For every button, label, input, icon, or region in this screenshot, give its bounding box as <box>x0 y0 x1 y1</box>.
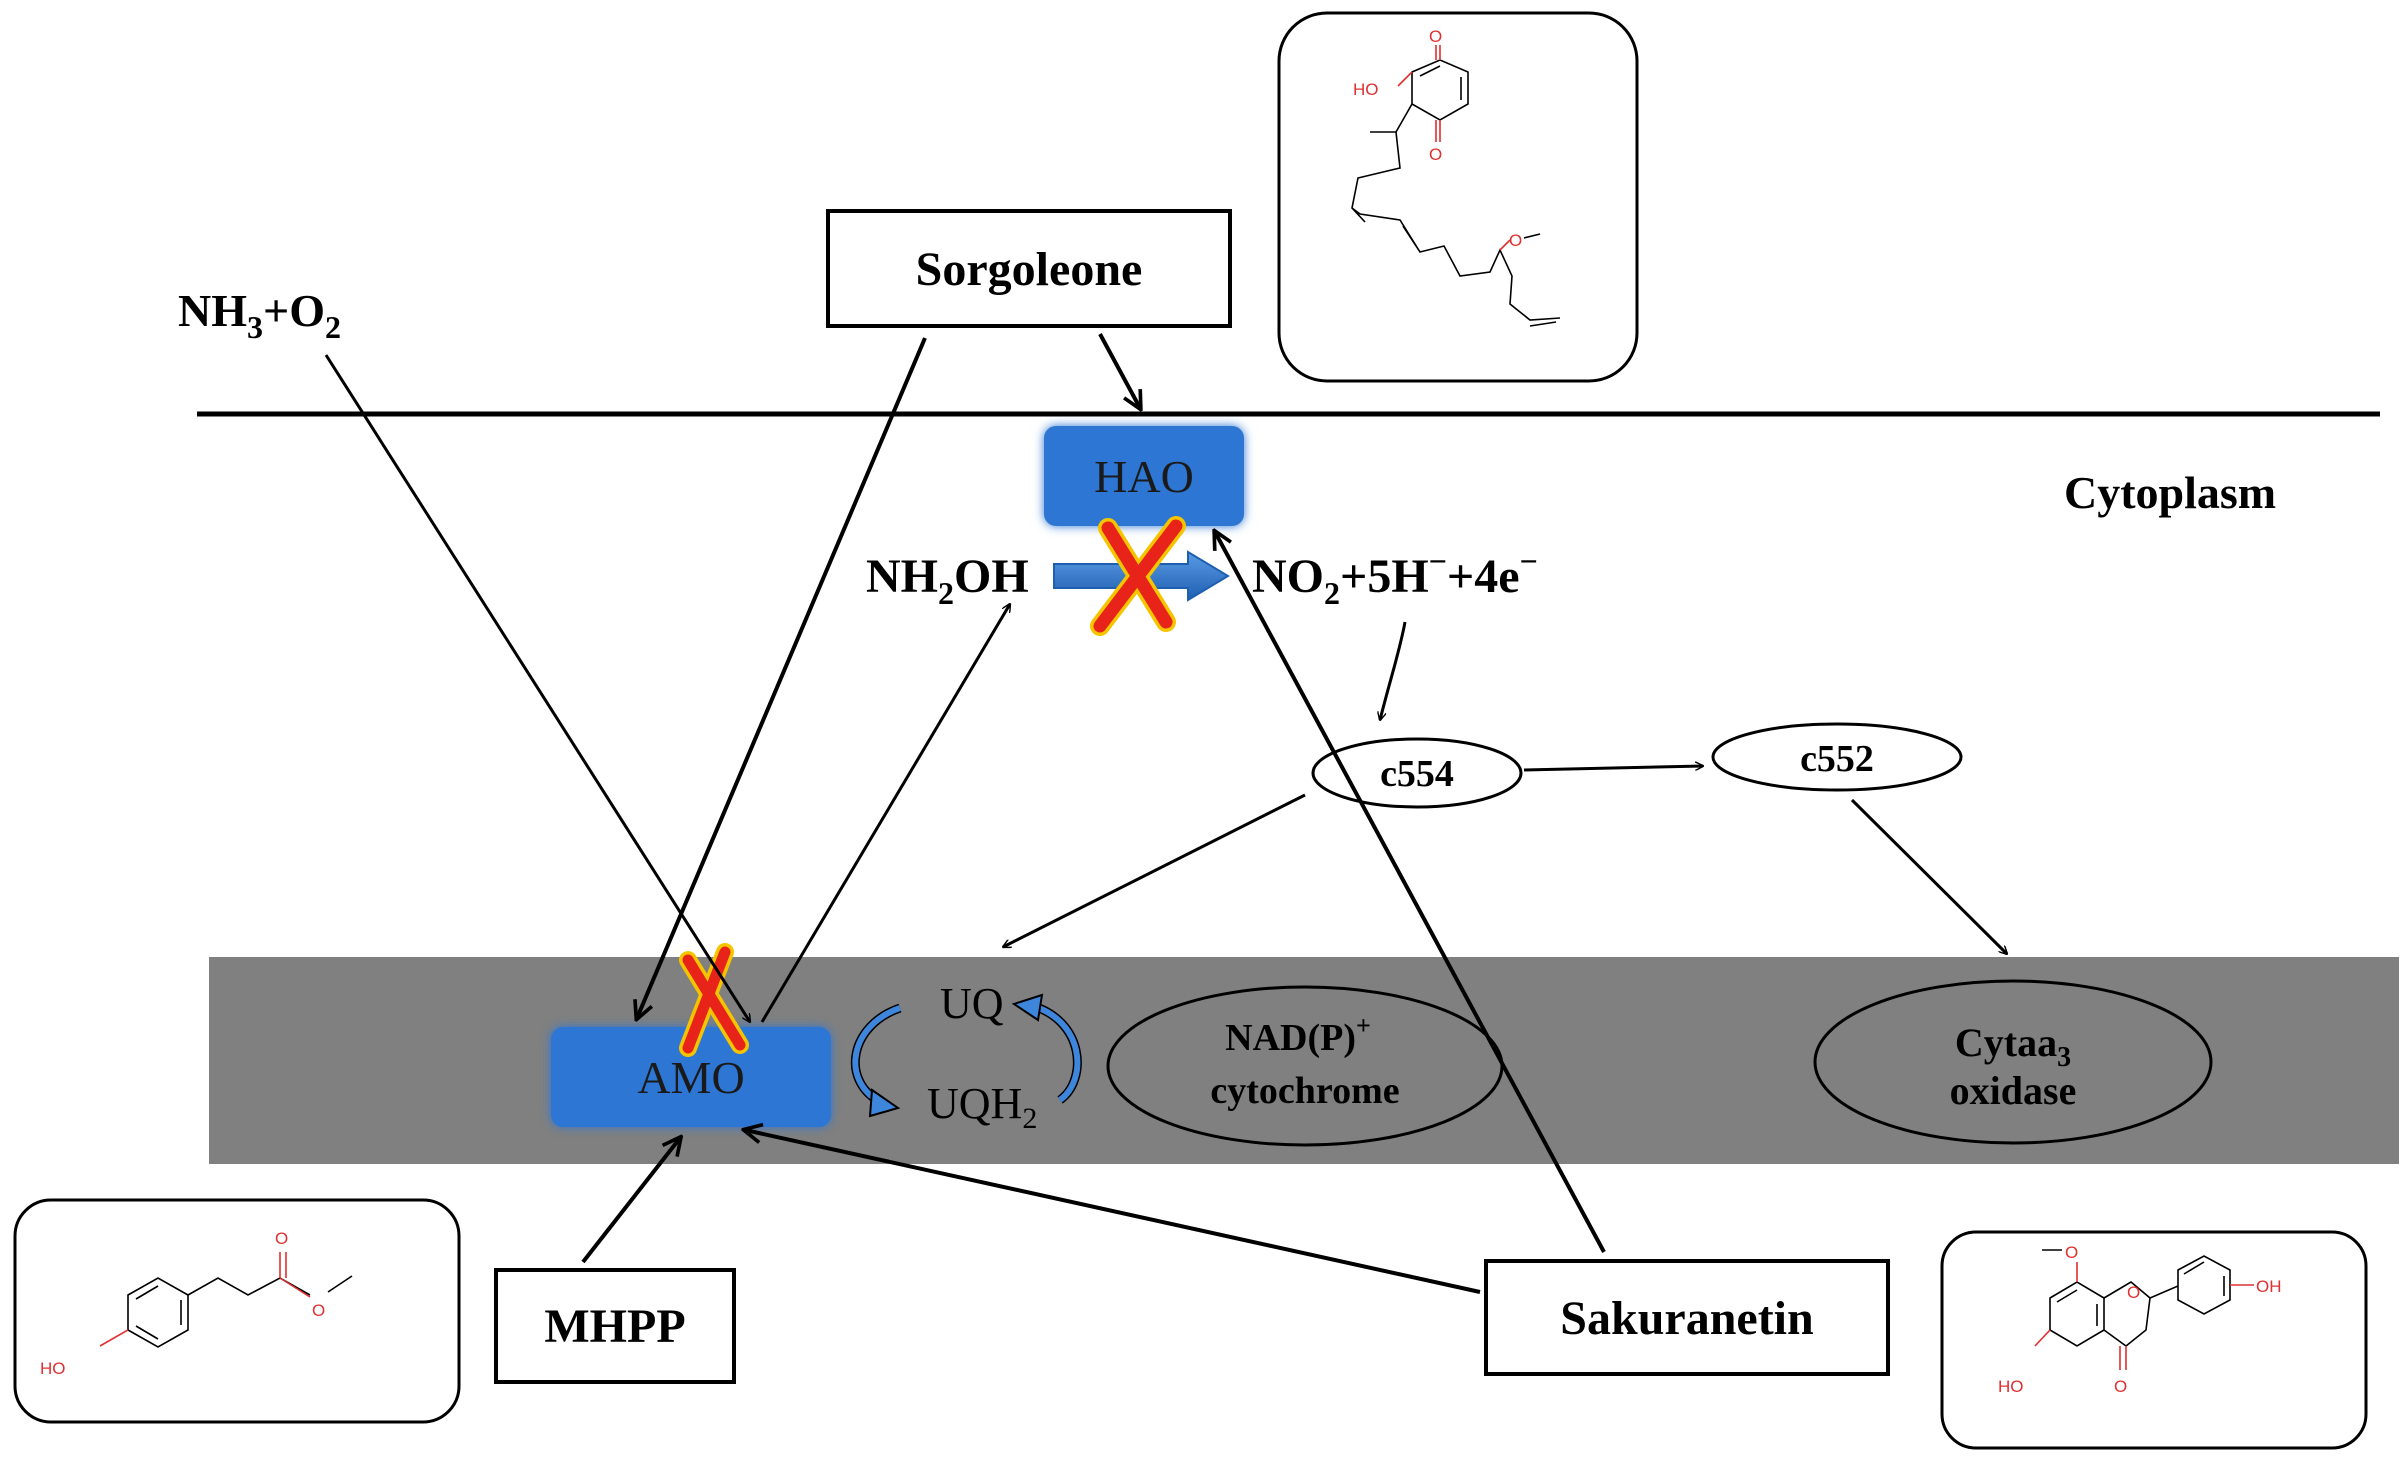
svg-text:O: O <box>1429 145 1442 164</box>
svg-text:O: O <box>2065 1243 2078 1262</box>
oxidase-label: oxidase <box>1950 1068 2077 1113</box>
sakuranetin-structure: O O HO O OH <box>1940 1230 2368 1450</box>
cytaa3-oxidase-complex <box>1813 979 2213 1145</box>
c554-node <box>1311 737 1523 809</box>
inhibition-x-icon <box>679 943 749 1057</box>
nh2oh-label: NH2OH <box>866 550 1029 611</box>
uqh2-label: UQH2 <box>927 1079 1037 1135</box>
svg-text:O: O <box>312 1301 325 1320</box>
c554-label: c554 <box>1380 753 1454 795</box>
products-label: NO2+5H−+4e− <box>1252 543 1538 611</box>
amo-enzyme <box>551 1027 831 1127</box>
mhpp-label: MHPP <box>544 1300 685 1353</box>
nadp-label: NAD(P)+ <box>1225 1011 1371 1059</box>
sakuranetin-label: Sakuranetin <box>1560 1292 1813 1345</box>
svg-text:O: O <box>1509 231 1522 250</box>
sorgoleone-structure: HO O O O <box>1277 11 1639 383</box>
redox-cycle-arrow-icon <box>850 993 1082 1118</box>
inhibitor-arrows <box>581 333 1606 1294</box>
svg-text:O: O <box>275 1229 288 1248</box>
amo-label: AMO <box>637 1052 744 1103</box>
sakuranetin-box <box>1484 1259 1890 1376</box>
hao-label: HAO <box>1094 451 1194 502</box>
uq-label: UQ <box>940 979 1004 1028</box>
sorgoleone-label: Sorgoleone <box>916 243 1143 296</box>
cytochrome-label: cytochrome <box>1210 1070 1399 1112</box>
hao-enzyme <box>1044 426 1244 526</box>
c552-node <box>1711 722 1963 792</box>
svg-text:O: O <box>1429 27 1442 46</box>
svg-text:HO: HO <box>1998 1377 2024 1396</box>
mhpp-box <box>494 1268 736 1384</box>
inhibition-x-icon <box>1090 516 1186 636</box>
svg-text:O: O <box>2127 1283 2140 1302</box>
sorgoleone-box <box>826 209 1232 328</box>
svg-text:O: O <box>2114 1377 2127 1396</box>
cytaa3-label: Cytaa3 <box>1955 1020 2071 1073</box>
substrate-label: NH3+O2 <box>178 285 341 345</box>
svg-text:HO: HO <box>40 1359 66 1378</box>
svg-text:OH: OH <box>2256 1277 2282 1296</box>
svg-text:HO: HO <box>1353 80 1379 99</box>
cytoplasm-label: Cytoplasm <box>2064 467 2276 518</box>
mhpp-structure: HO O O <box>13 1198 461 1424</box>
flow-arrow-icon <box>324 354 2007 1022</box>
c552-label: c552 <box>1800 738 1874 780</box>
